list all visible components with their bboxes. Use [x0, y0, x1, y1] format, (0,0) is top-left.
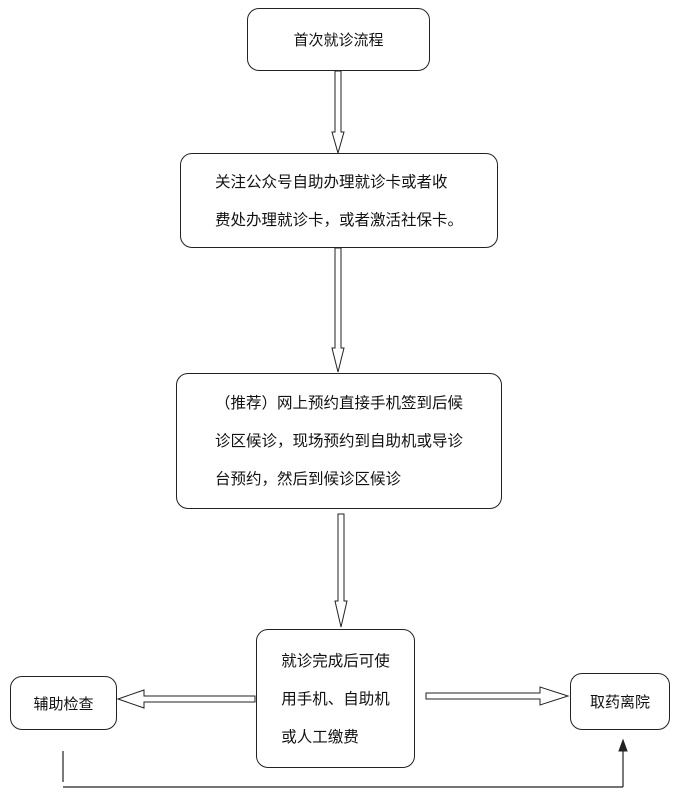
payment-node: 就诊完成后可使 用手机、自助机 或人工缴费 — [256, 629, 415, 768]
start-node-label: 首次就诊流程 — [293, 31, 384, 49]
payment-label: 就诊完成后可使 用手机、自助机 或人工缴费 — [281, 651, 390, 746]
pharmacy-node: 取药离院 — [570, 673, 670, 730]
arrow-appointment-to-payment — [334, 513, 348, 628]
appointment-node: （推荐）网上预约直接手机签到后候 诊区候诊，现场预约到自助机或导诊 台预约，然后… — [176, 373, 502, 509]
exam-node: 辅助检查 — [10, 676, 117, 730]
arrow-payment-to-pharmacy — [425, 686, 570, 706]
arrow-register-to-appointment — [331, 247, 345, 373]
exam-label: 辅助检查 — [33, 694, 94, 713]
return-arrowhead — [618, 738, 628, 752]
start-node: 首次就诊流程 — [247, 8, 430, 71]
arrow-payment-to-exam — [116, 689, 256, 709]
pharmacy-label: 取药离院 — [589, 693, 650, 711]
appointment-label: （推荐）网上预约直接手机签到后候 诊区候诊，现场预约到自助机或导诊 台预约，然后… — [214, 394, 463, 488]
arrow-start-to-register — [331, 70, 345, 155]
register-card-node: 关注公众号自助办理就诊卡或者收 费处办理就诊卡，或者激活社保卡。 — [180, 153, 498, 248]
register-card-label: 关注公众号自助办理就诊卡或者收 费处办理就诊卡，或者激活社保卡。 — [214, 172, 463, 229]
